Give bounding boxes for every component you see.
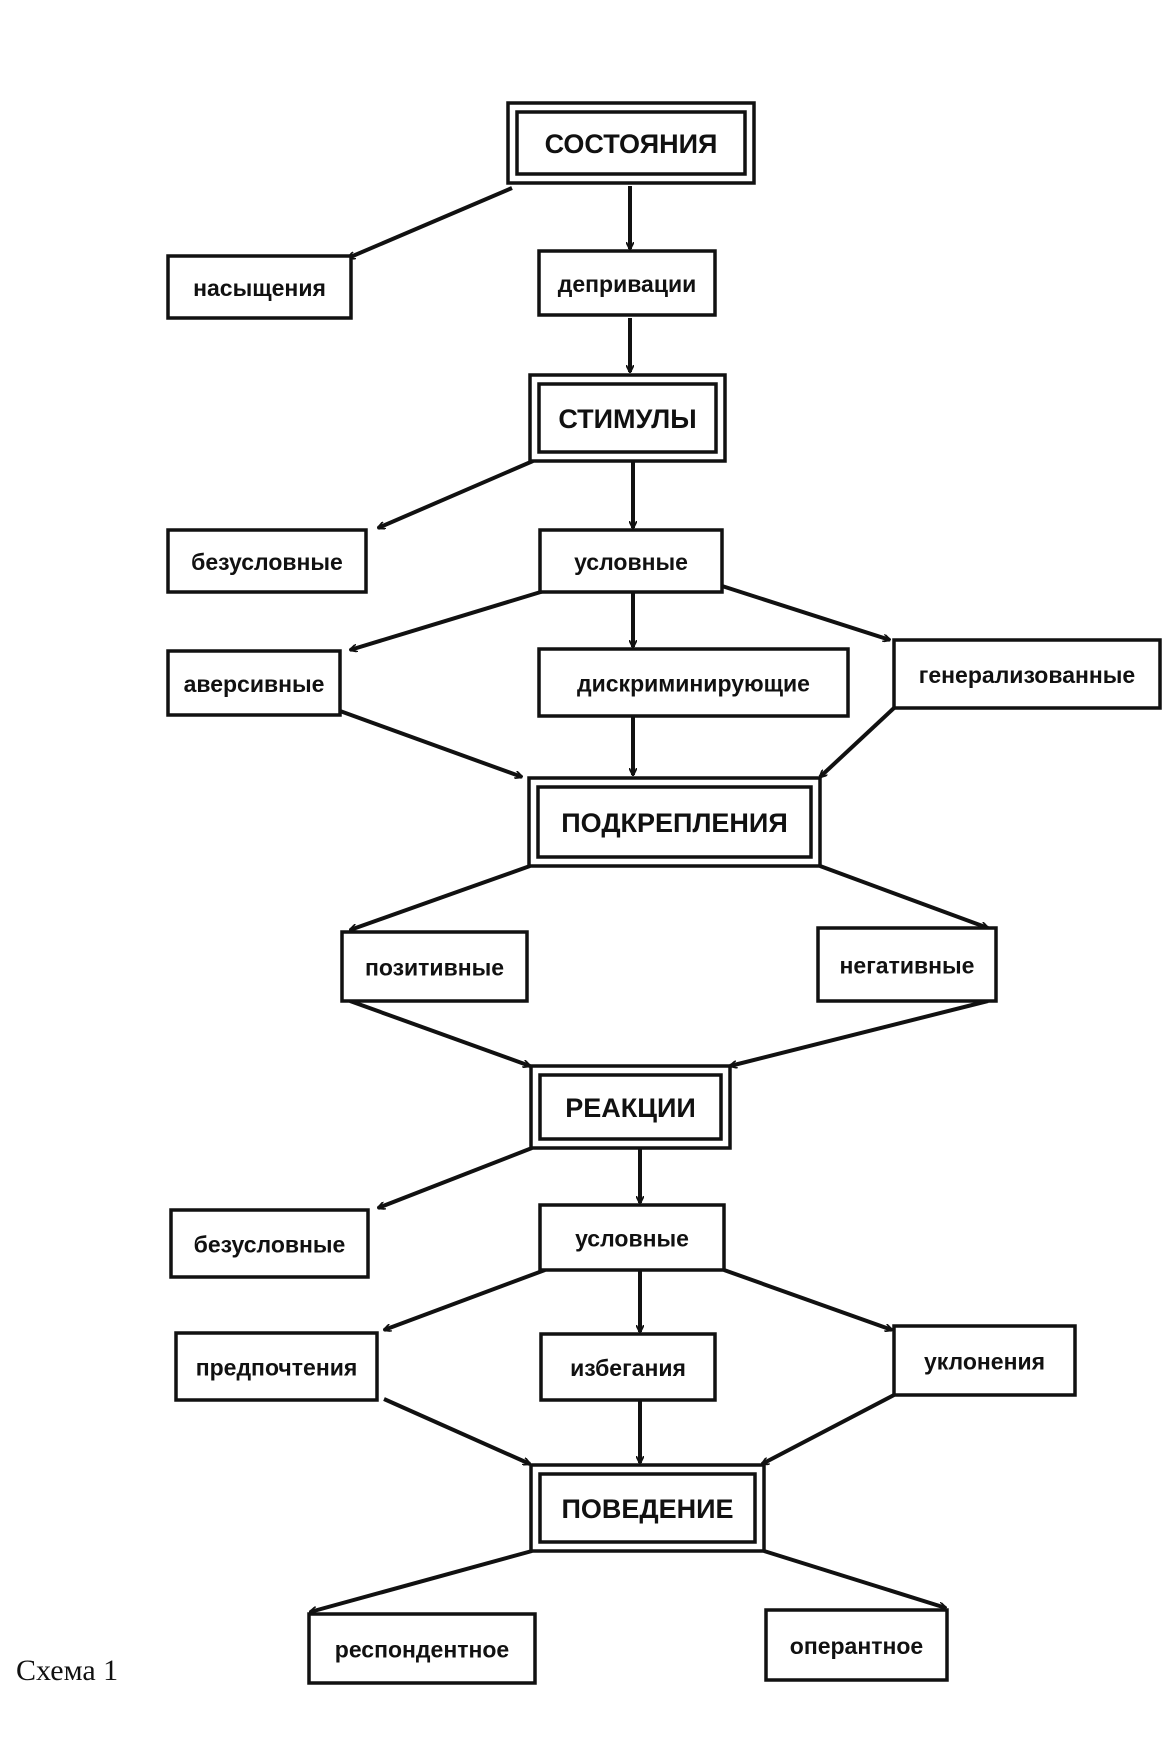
node-label: дискриминирующие [577,671,810,697]
node-sostoyaniya: СОСТОЯНИЯ [506,101,756,185]
node-label: респондентное [335,1637,509,1663]
node-label: насыщения [193,275,326,301]
node-label: РЕАКЦИИ [565,1093,696,1123]
node-nasyshcheniya: насыщения [166,254,353,320]
node-label: позитивные [365,955,504,981]
node-label: условные [575,1226,689,1252]
arrow-18 [384,1268,546,1330]
node-label: уклонения [924,1349,1045,1375]
node-negativnye: негативные [816,926,998,1003]
node-label: негативные [840,953,975,979]
arrows [310,186,988,1612]
arrow-4 [378,459,534,530]
arrow-16 [378,1146,533,1208]
node-stimuly: СТИМУЛЫ [528,373,727,463]
node-label: СТИМУЛЫ [558,404,696,434]
node-ukloneniya: уклонения [892,1324,1077,1397]
node-label: оперантное [790,1633,923,1659]
arrow-24 [310,1549,533,1612]
node-podkrepleniya: ПОДКРЕПЛЕНИЯ [527,776,822,868]
node-uslovnye-stim: условные [538,528,724,594]
arrow-11 [820,706,896,777]
node-pozitivnye: позитивные [340,930,529,1003]
node-generalizovannye: генерализованные [892,638,1162,710]
node-label: СОСТОЯНИЯ [545,129,718,159]
arrow-25 [763,1549,946,1608]
node-diskriminiruyushchie: дискриминирующие [537,647,850,718]
node-povedenie: ПОВЕДЕНИЕ [529,1463,766,1553]
arrow-12 [350,864,531,930]
arrow-1 [348,186,513,260]
node-deprivatsii: депривации [537,249,717,317]
node-label: безусловные [191,549,343,575]
node-label: аверсивные [184,671,325,697]
node-label: предпочтения [196,1355,358,1381]
arrow-13 [819,864,988,928]
node-bezuslovnye-stim: безусловные [166,528,368,594]
node-respondentnoe: респондентное [307,1612,537,1685]
node-bezuslovnye-reak: безусловные [169,1208,370,1279]
node-label: безусловные [194,1232,346,1258]
node-aversivnye: аверсивные [166,649,342,717]
node-predpochteniya: предпочтения [174,1331,379,1402]
figure-caption: Схема 1 [16,1654,118,1687]
arrow-15 [730,999,989,1066]
arrow-8 [721,584,890,640]
node-uslovnye-reak: условные [538,1203,726,1272]
node-izbeganiya: избегания [539,1332,717,1402]
node-reaktsii: РЕАКЦИИ [529,1064,732,1150]
node-label: условные [574,549,688,575]
node-label: ПОВЕДЕНИЕ [561,1494,733,1524]
arrow-23 [762,1393,895,1466]
node-label: избегания [570,1355,686,1381]
arrow-20 [723,1268,892,1330]
node-label: генерализованные [919,662,1135,688]
arrow-9 [339,709,522,777]
node-operantnoe: оперантное [764,1608,949,1682]
arrow-21 [383,1397,530,1466]
arrow-14 [349,999,530,1066]
arrow-6 [350,589,545,650]
node-label: депривации [558,271,697,297]
node-label: ПОДКРЕПЛЕНИЯ [561,808,787,838]
